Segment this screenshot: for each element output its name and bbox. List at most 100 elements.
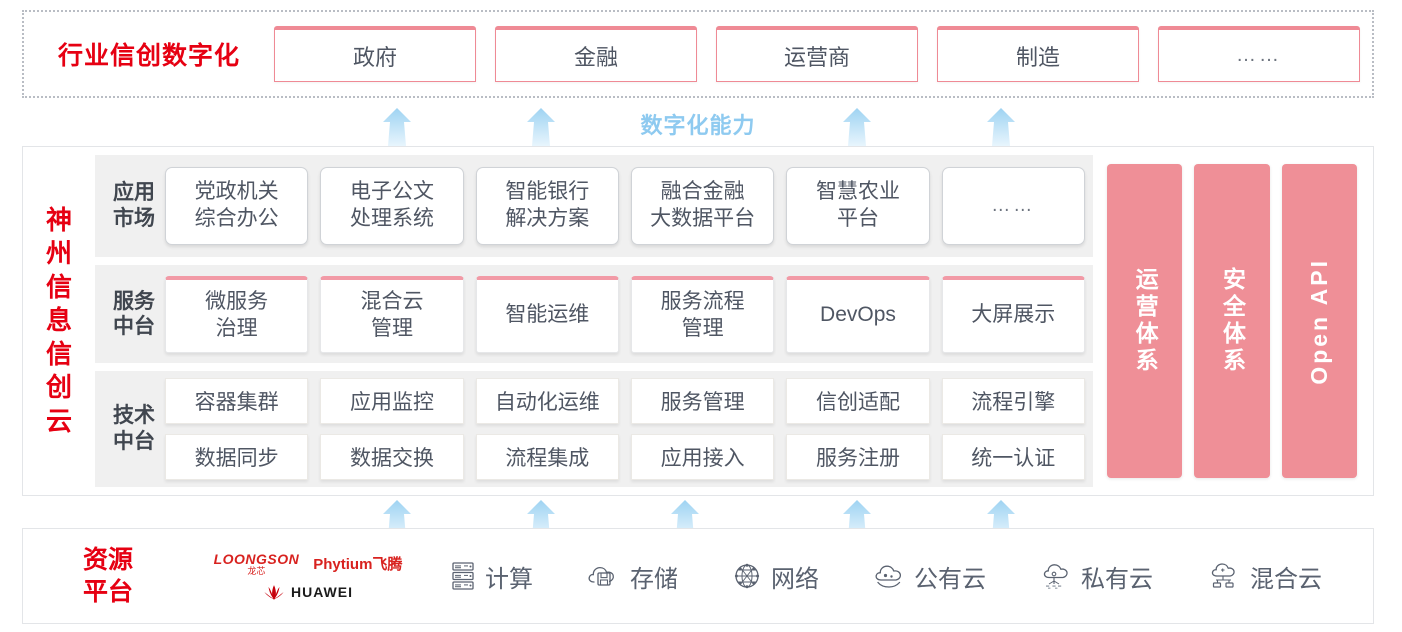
service-card-line: 治理 (215, 316, 258, 340)
layer-label-line: 技术 (113, 404, 155, 428)
app-card-smart-bank[interactable]: 智能银行 解决方案 (475, 167, 619, 246)
loongson-logo-subtext: 龙芯 (247, 565, 266, 576)
service-card-row: 微服务 治理 混合云 管理 智能运维 服务流程 管理 (165, 275, 1085, 353)
app-card-more[interactable]: …… (941, 167, 1085, 246)
app-card-edoc-system[interactable]: 电子公文 处理系统 (320, 167, 464, 246)
service-card-smart-ops[interactable]: 智能运维 (475, 275, 619, 353)
tech-card-unified-auth[interactable]: 统一认证 (941, 434, 1085, 481)
tech-card-process-engine[interactable]: 流程引擎 (941, 378, 1085, 425)
pillar-label: 安全体系 (1219, 267, 1246, 375)
tech-card-automated-ops[interactable]: 自动化运维 (475, 378, 619, 425)
pillar-stack: 运营体系 安全体系 Open API (1093, 155, 1363, 487)
cloud-title-char: 云 (45, 405, 72, 436)
capability-label: 数字化能力 (640, 113, 756, 138)
service-card-hybrid-cloud-management[interactable]: 混合云 管理 (320, 275, 464, 353)
layer-label-tech-platform: 技术 中台 (103, 403, 165, 454)
tech-card-container-cluster[interactable]: 容器集群 (165, 378, 309, 425)
layer-stack: 应用 市场 党政机关 综合办公 电子公文 处理系统 智能银行 (95, 155, 1093, 487)
resource-title-line: 平台 (82, 578, 133, 606)
layer-label-app-market: 应用 市场 (103, 180, 165, 231)
tech-card-grid: 容器集群 应用监控 自动化运维 服务管理 信创适配 流程引擎 数据同步 数据交换… (165, 378, 1085, 481)
pillar-label: 运营体系 (1132, 267, 1159, 375)
service-card-line: 微服务 (205, 289, 269, 313)
service-card-devops[interactable]: DevOps (786, 275, 930, 353)
app-card-government-office[interactable]: 党政机关 综合办公 (165, 167, 309, 246)
service-card-dashboard[interactable]: 大屏展示 (941, 275, 1085, 353)
cloud-platform-body: 应用 市场 党政机关 综合办公 电子公文 处理系统 智能银行 (95, 147, 1373, 495)
layer-app-market: 应用 市场 党政机关 综合办公 电子公文 处理系统 智能银行 (95, 155, 1093, 258)
layer-label-line: 中台 (113, 430, 155, 454)
hybrid-cloud-icon (1211, 563, 1235, 588)
huawei-flower-icon (264, 584, 284, 600)
service-card-line: 管理 (370, 316, 413, 340)
private-cloud-icon (1043, 564, 1068, 589)
app-card-line: 平台 (836, 207, 879, 231)
resource-item-public-cloud[interactable]: 公有云 (873, 559, 986, 594)
resource-item-label: 私有云 (1081, 565, 1153, 593)
resource-item-private-cloud[interactable]: 私有云 (1040, 559, 1153, 594)
tech-card-xinchuang-adaptation[interactable]: 信创适配 (786, 378, 930, 425)
resource-item-storage[interactable]: 存储 (587, 559, 678, 594)
app-card-line: 融合金融 (660, 180, 745, 204)
resource-item-label: 网络 (771, 565, 819, 593)
tech-card-process-integration[interactable]: 流程集成 (475, 434, 619, 481)
service-card-line: 混合云 (360, 289, 424, 313)
app-card-line: 大数据平台 (650, 207, 756, 231)
industry-card-finance[interactable]: 金融 (495, 26, 697, 82)
resource-item-label: 计算 (485, 565, 533, 593)
cloud-title-char: 信 (45, 271, 72, 302)
app-market-card-row: 党政机关 综合办公 电子公文 处理系统 智能银行 解决方案 融合金融 (165, 167, 1085, 246)
cloud-platform-box: 神 州 信 息 信 创 云 应用 市场 党政机关 综合办 (22, 146, 1374, 496)
industry-card-government[interactable]: 政府 (274, 26, 476, 82)
layer-label-line: 中台 (113, 315, 155, 339)
up-arrow-icon (374, 108, 420, 146)
cloud-storage-icon (588, 566, 614, 586)
resource-item-label: 公有云 (914, 565, 986, 593)
service-card-service-process-management[interactable]: 服务流程 管理 (630, 275, 775, 353)
tech-card-service-registry[interactable]: 服务注册 (786, 434, 930, 481)
tech-card-app-monitoring[interactable]: 应用监控 (320, 378, 464, 425)
resource-item-network[interactable]: 网络 (732, 559, 819, 594)
app-card-finance-bigdata[interactable]: 融合金融 大数据平台 (630, 167, 775, 246)
layer-label-line: 服务 (113, 289, 155, 313)
industry-band: 行业信创数字化 政府 金融 运营商 制造 …… (22, 10, 1374, 98)
up-arrow-icon (518, 108, 564, 146)
resource-item-compute[interactable]: 计算 (450, 559, 533, 594)
capability-arrow-strip: 数字化能力 (22, 104, 1374, 146)
pillar-security-system[interactable]: 安全体系 (1194, 164, 1270, 478)
up-arrow-icon (834, 108, 880, 146)
tech-card-data-exchange[interactable]: 数据交换 (320, 434, 464, 481)
industry-card-more[interactable]: …… (1158, 26, 1360, 82)
phytium-logo: Phytium飞腾 (313, 556, 403, 573)
app-card-line: 智慧农业 (815, 180, 900, 204)
resource-item-label: 存储 (630, 565, 678, 593)
tech-card-app-access[interactable]: 应用接入 (630, 434, 775, 481)
service-card-line: 服务流程 (660, 289, 745, 313)
vendor-logo-group: LOONGSON 龙芯 Phytium飞腾 HUAWEI (193, 552, 423, 601)
app-card-line: 解决方案 (505, 207, 590, 231)
tech-card-data-sync[interactable]: 数据同步 (165, 434, 309, 481)
app-card-line: 党政机关 (194, 180, 279, 204)
resource-item-hybrid-cloud[interactable]: 混合云 (1207, 559, 1322, 594)
app-card-line: 智能银行 (505, 180, 590, 204)
service-card-microservice-governance[interactable]: 微服务 治理 (165, 275, 309, 353)
industry-card-manufacturing[interactable]: 制造 (937, 26, 1139, 82)
resource-platform-box: 资源 平台 LOONGSON 龙芯 Phytium飞腾 (22, 528, 1374, 624)
cloud-title-char: 息 (45, 305, 72, 336)
vendor-logo-row: LOONGSON 龙芯 Phytium飞腾 (214, 552, 403, 576)
huawei-logo: HUAWEI (263, 584, 353, 601)
cloud-platform-title: 神 州 信 息 信 创 云 (23, 147, 95, 495)
public-cloud-icon (875, 565, 902, 588)
industry-card-list: 政府 金融 运营商 制造 …… (274, 26, 1372, 82)
tech-card-row: 容器集群 应用监控 自动化运维 服务管理 信创适配 流程引擎 (165, 378, 1085, 425)
pillar-open-api[interactable]: Open API (1281, 164, 1357, 478)
pillar-label: Open API (1305, 257, 1332, 385)
service-card-line: 管理 (681, 316, 724, 340)
app-card-smart-agriculture[interactable]: 智慧农业 平台 (786, 167, 930, 246)
tech-card-service-management[interactable]: 服务管理 (630, 378, 775, 425)
industry-card-telecom[interactable]: 运营商 (716, 26, 918, 82)
app-card-line: 处理系统 (349, 207, 434, 231)
pillar-operations-system[interactable]: 运营体系 (1107, 164, 1183, 478)
layer-label-line: 应用 (113, 181, 155, 205)
